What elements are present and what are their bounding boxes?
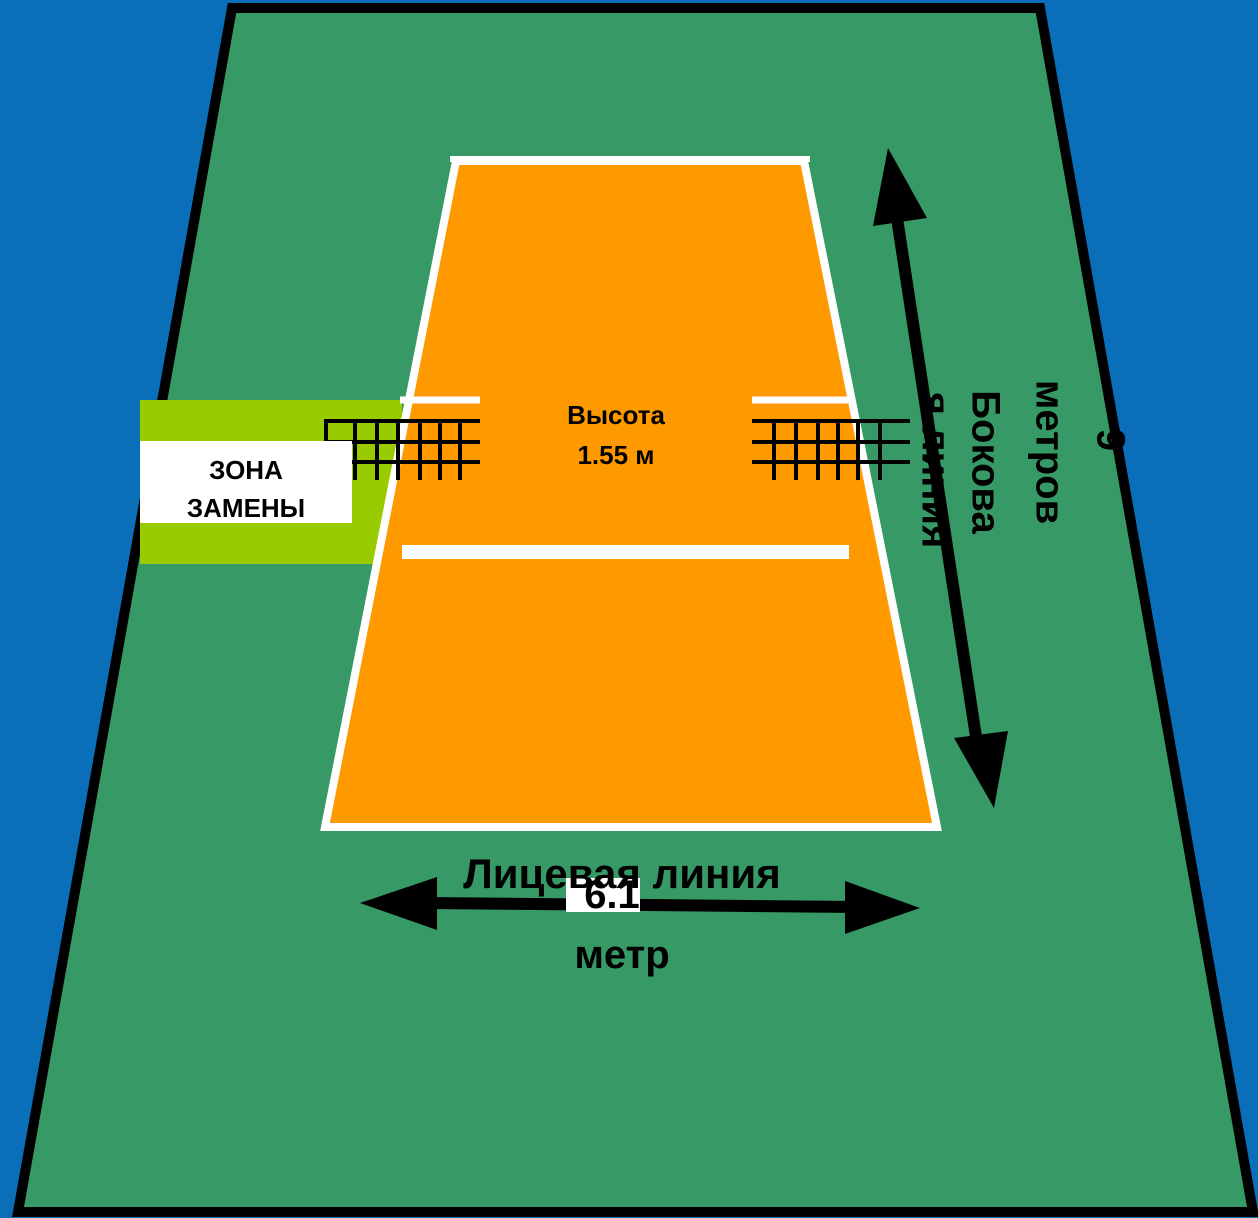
end-line-length-unit: метр: [574, 933, 669, 977]
end-line-value-box: [566, 878, 640, 912]
side-line-name-line1: Бокова: [963, 390, 1007, 534]
net-right: [752, 419, 910, 480]
side-line-arrow-icon: [873, 148, 1008, 808]
substitution-zone-label-line2: ЗАМЕНЫ: [187, 493, 305, 523]
side-line-length-unit: метров: [1027, 380, 1071, 524]
end-line-arrow-icon: [360, 877, 920, 934]
end-line-length-value: 6.1: [584, 873, 640, 917]
substitution-zone-label-line1: ЗОНА: [209, 455, 283, 485]
substitution-label-box: [140, 441, 352, 523]
end-line-name: Лицевая линия: [463, 850, 780, 897]
side-line-name-line2: я линия: [913, 391, 957, 549]
net-height-label-line1: Высота: [567, 400, 665, 430]
side-line-length-value: 9: [1088, 429, 1132, 451]
net-height-label-line2: 1.55 м: [577, 440, 654, 470]
